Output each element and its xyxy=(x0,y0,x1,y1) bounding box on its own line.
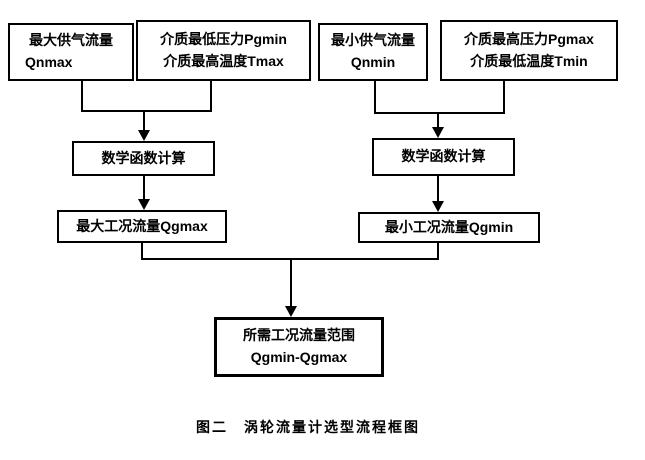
node-text: 介质最低温度Tmin xyxy=(470,52,588,69)
node-text: 所需工况流量范围 xyxy=(243,327,355,344)
node-math-function-calc-left: 数学函数计算 xyxy=(72,141,215,176)
node-text: 数学函数计算 xyxy=(101,149,186,166)
node-min-pressure-max-temp: 介质最低压力Pgmin 介质最高温度Tmax xyxy=(136,20,311,81)
node-max-working-flow: 最大工况流量Qgmax xyxy=(57,210,227,243)
node-text: 介质最高温度Tmax xyxy=(163,52,284,69)
node-text: Qnmax xyxy=(25,54,73,70)
node-min-working-flow: 最小工况流量Qgmin xyxy=(358,212,540,243)
arrowheads xyxy=(138,127,444,317)
node-text: 最小供气流量 xyxy=(331,32,415,49)
node-text: 最小工况流量Qgmin xyxy=(384,218,514,235)
node-max-supply-flow: 最大供气流量 Qnmax xyxy=(8,23,134,81)
node-text: Qgmin-Qgmax xyxy=(250,349,348,365)
node-text: 最大工况流量Qgmax xyxy=(76,217,208,234)
node-text: 介质最低压力Pgmin xyxy=(160,30,287,47)
node-required-flow-range: 所需工况流量范围 Qgmin-Qgmax xyxy=(214,317,384,377)
node-max-pressure-min-temp: 介质最高压力Pgmax 介质最低温度Tmin xyxy=(440,20,618,81)
figure-caption: 图二 涡轮流量计选型流程框图 xyxy=(196,419,420,435)
node-text: 最大供气流量 xyxy=(29,32,113,49)
node-text: 数学函数计算 xyxy=(401,148,486,165)
node-text: Qnmin xyxy=(350,54,396,70)
node-math-function-calc-right: 数学函数计算 xyxy=(372,138,515,176)
node-text: 介质最高压力Pgmax xyxy=(464,30,594,47)
node-min-supply-flow: 最小供气流量 Qnmin xyxy=(318,23,428,81)
